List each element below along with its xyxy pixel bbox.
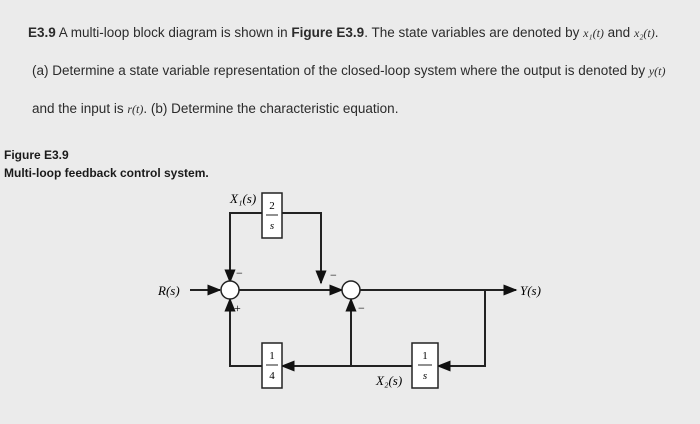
sum1-sign-bottom: +: [234, 301, 241, 315]
block-quarter-denominator: 4: [269, 370, 275, 382]
x1-label: X₁(s): [229, 191, 256, 206]
problem-statement: E3.9 A multi-loop block diagram is shown…: [28, 14, 688, 128]
figure-description: Multi-loop feedback control system.: [4, 166, 209, 180]
block-2s-numerator: 2: [269, 200, 275, 212]
figure-caption: Figure E3.9 Multi-loop feedback control …: [4, 146, 209, 182]
problem-id: E3.9: [28, 25, 56, 40]
var-x1: x₁(t): [583, 26, 604, 40]
problem-text-segment: . (b) Determine the characteristic equat…: [143, 101, 399, 116]
top-loop-return: [282, 212, 327, 285]
problem-text-segment: and: [603, 25, 634, 40]
problem-text-segment: . The state variables are denoted by: [364, 25, 584, 40]
top-loop-line: [224, 212, 262, 284]
block-2s-denominator: s: [270, 220, 274, 232]
bottom-loop-line: [436, 290, 486, 372]
sum2-sign-top: −: [330, 268, 337, 282]
sum-junction-1: [220, 280, 240, 300]
block-2-over-s: 2 s: [261, 192, 283, 239]
problem-line-3: and the input is r(t). (b) Determine the…: [28, 90, 688, 128]
var-y: y(t): [648, 64, 666, 78]
input-label: R(s): [157, 283, 180, 298]
block-1-over-4: 1 4: [261, 342, 283, 389]
figure-label: Figure E3.9: [4, 148, 69, 162]
problem-line-2: (a) Determine a state variable represent…: [28, 52, 688, 90]
block-quarter-numerator: 1: [269, 350, 275, 362]
problem-text-segment: (a) Determine a state variable represent…: [32, 63, 649, 78]
sum2-sign-bottom: −: [358, 301, 365, 315]
x2-label: X₂(s): [375, 373, 402, 388]
problem-text-segment: A multi-loop block diagram is shown in: [55, 25, 292, 40]
output-label: Y(s): [520, 283, 541, 298]
block-diagram: 2 s 1 4 1 s − + − − R(s) Y(s) X₁(s) X₂(s…: [157, 191, 541, 389]
var-r: r(t): [127, 102, 144, 116]
figure-reference: Figure E3.9: [291, 25, 365, 40]
problem-text-segment: and the input is: [32, 101, 128, 116]
problem-line-1: E3.9 A multi-loop block diagram is shown…: [28, 14, 688, 52]
sum-junction-2: [341, 280, 361, 300]
block-1-over-s: 1 s: [411, 342, 439, 389]
problem-text-segment: .: [654, 25, 659, 40]
quarter-to-sum1-line: [224, 297, 262, 367]
var-x2: x₂(t): [633, 26, 655, 40]
sum1-sign-top: −: [236, 266, 243, 280]
block-int-numerator: 1: [422, 350, 428, 362]
block-int-denominator: s: [423, 370, 427, 382]
